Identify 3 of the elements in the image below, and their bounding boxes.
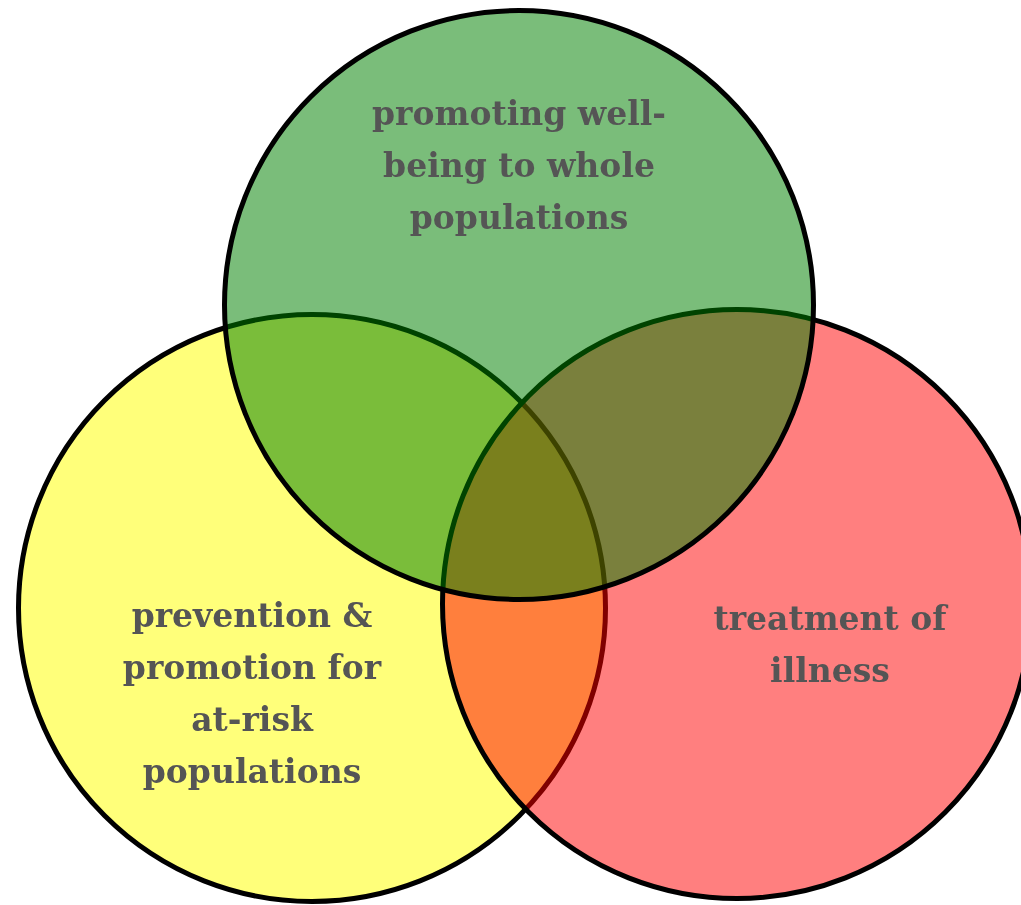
- circle-label: promoting well-being to whole populations: [371, 93, 667, 239]
- circle-label: treatment of illness: [712, 598, 950, 692]
- circle-label: prevention & promotion for at-risk populations: [121, 595, 383, 793]
